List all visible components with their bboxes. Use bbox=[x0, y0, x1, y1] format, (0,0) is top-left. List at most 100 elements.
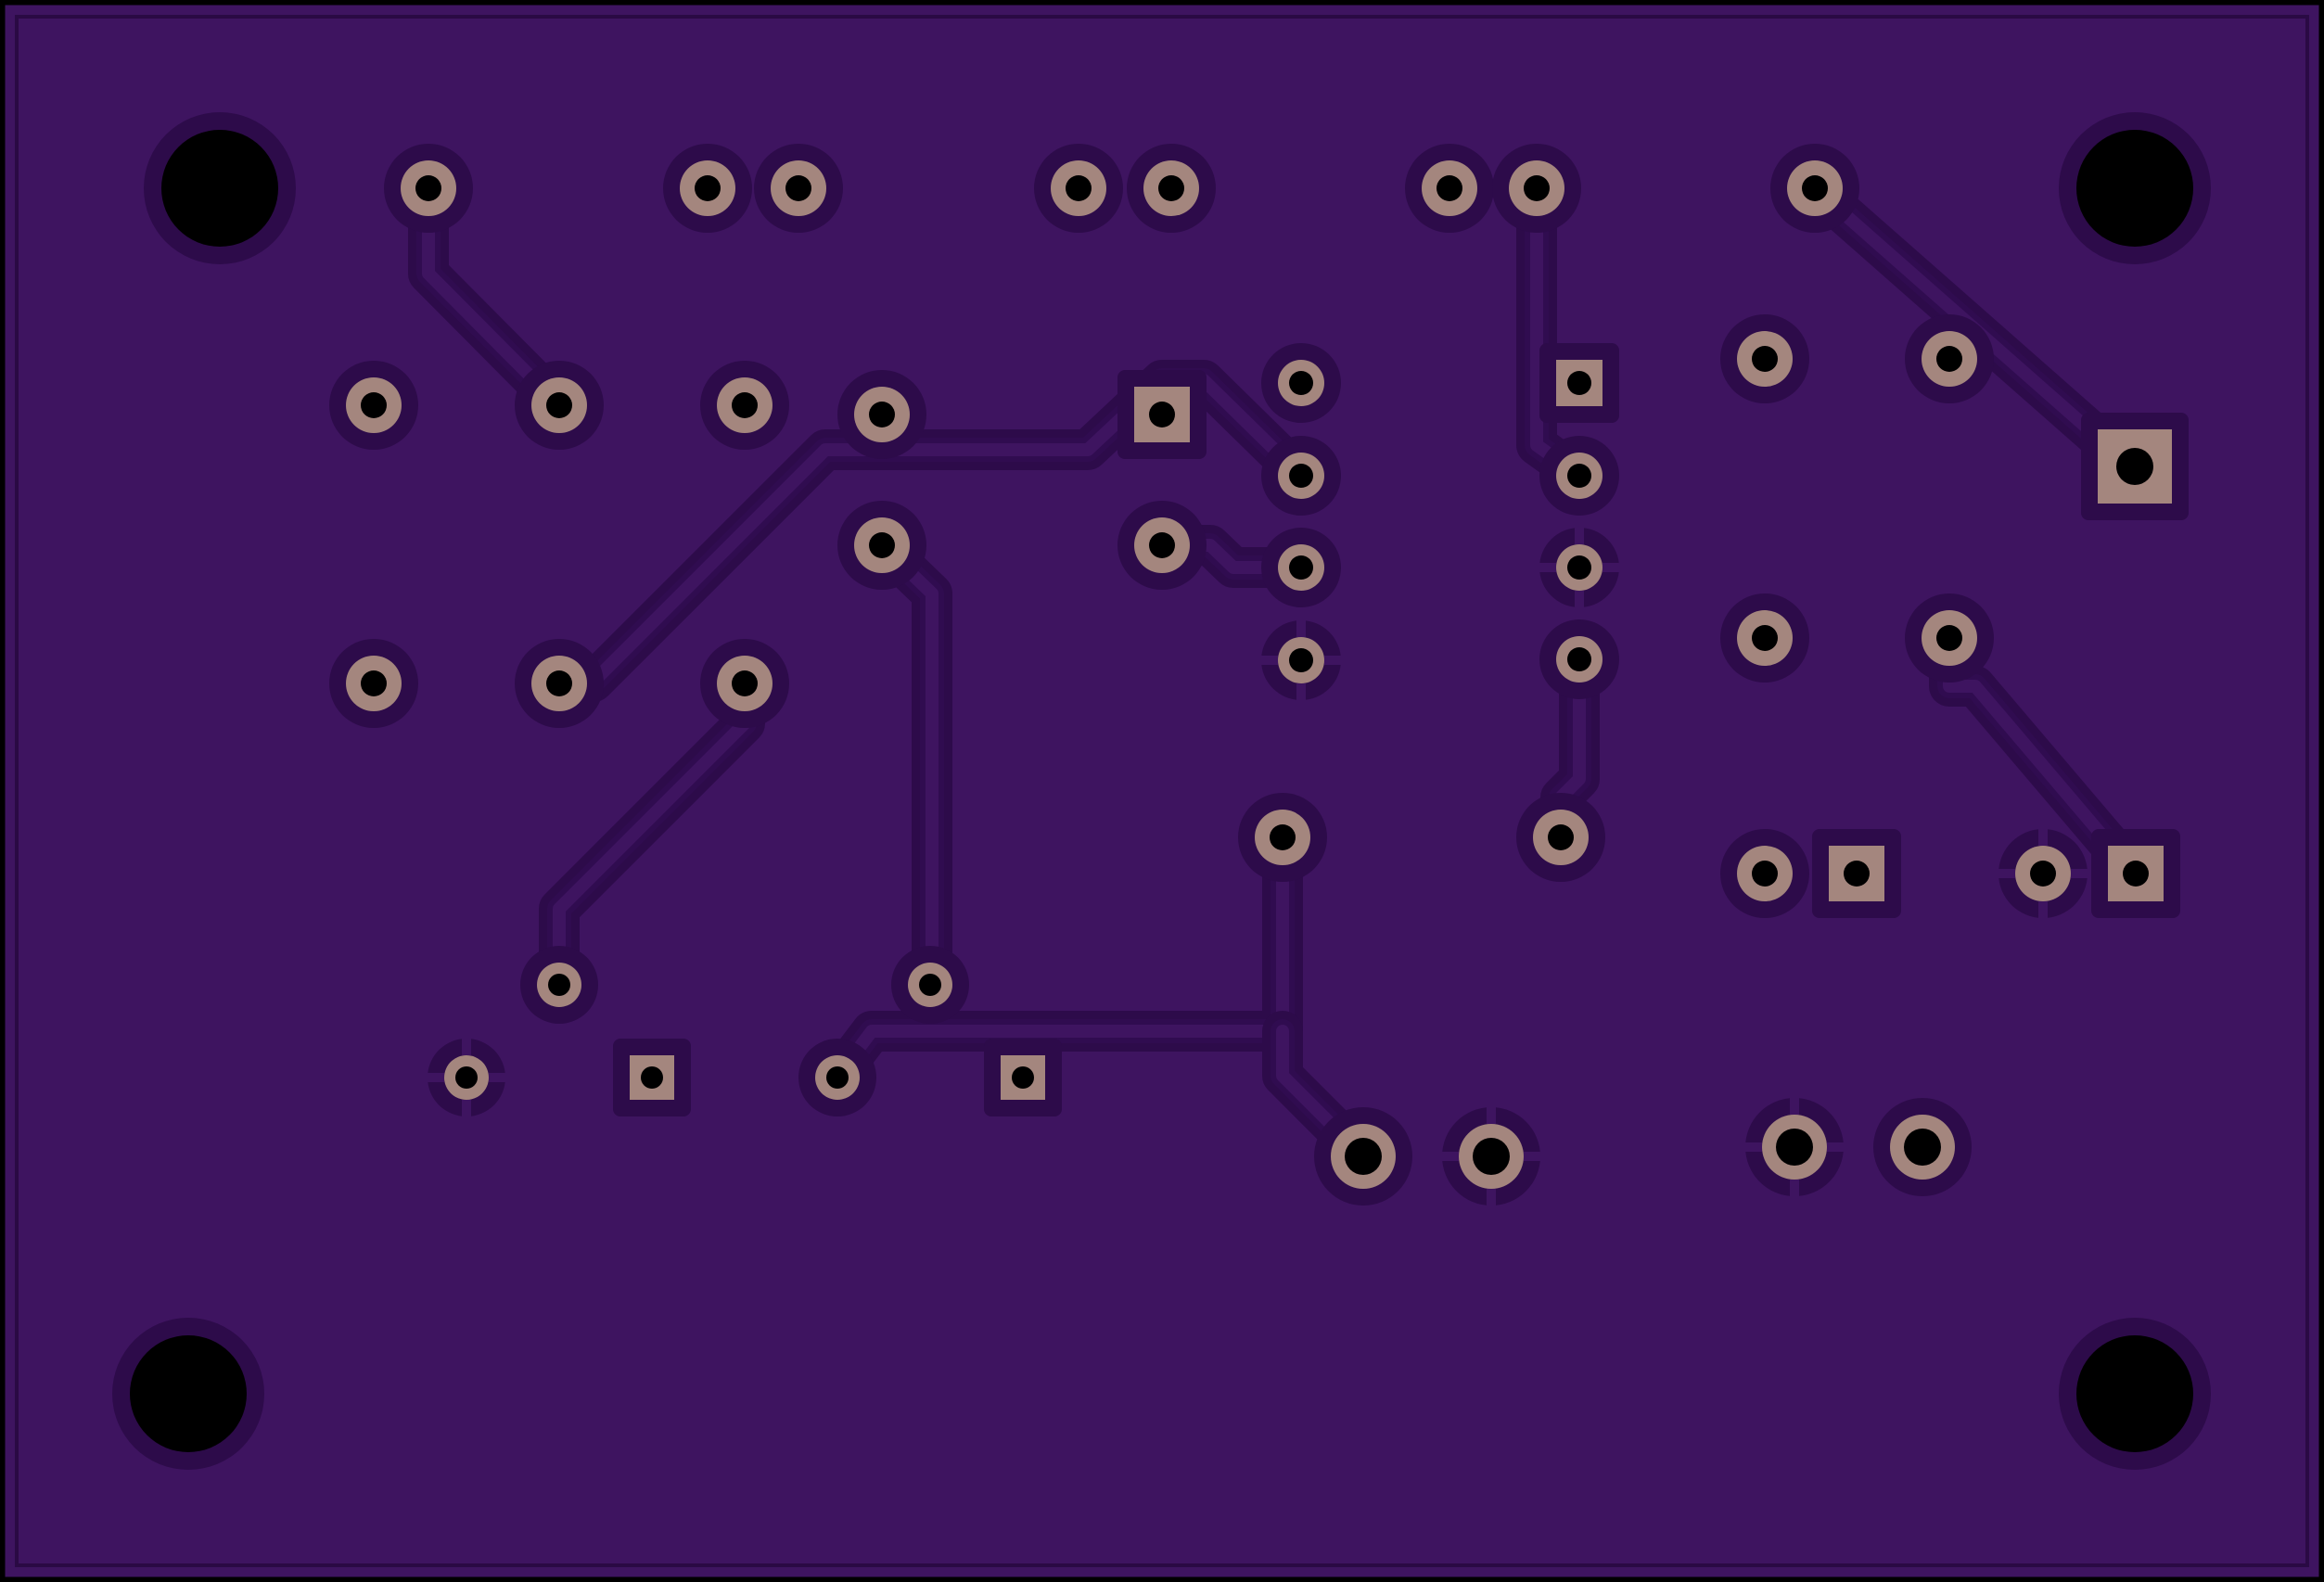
round-pad bbox=[1492, 144, 1581, 233]
round-pad bbox=[1261, 528, 1341, 607]
drill-hole bbox=[546, 392, 572, 418]
drill-hole bbox=[1802, 175, 1828, 201]
drill-hole bbox=[1548, 824, 1574, 850]
drill-hole bbox=[1289, 555, 1313, 580]
drill-hole bbox=[2123, 861, 2149, 887]
round-pad bbox=[329, 639, 418, 728]
drill-hole bbox=[732, 392, 758, 418]
round-pad bbox=[515, 639, 604, 728]
round-pad bbox=[1720, 829, 1809, 918]
drill-hole bbox=[1158, 175, 1184, 201]
drill-hole bbox=[546, 670, 572, 696]
drill-hole bbox=[641, 1066, 663, 1089]
round-pad bbox=[1905, 314, 1994, 403]
drill-hole bbox=[1524, 175, 1550, 201]
hole-drill bbox=[130, 1335, 247, 1452]
thermal-pad bbox=[1998, 829, 2088, 918]
drill-hole bbox=[919, 974, 941, 996]
round-pad bbox=[1720, 314, 1809, 403]
hole-drill bbox=[2076, 1335, 2193, 1452]
round-pad bbox=[515, 361, 604, 450]
drill-hole bbox=[826, 1066, 849, 1089]
drill-hole bbox=[1567, 464, 1591, 488]
drill-hole bbox=[1904, 1129, 1941, 1166]
mounting-hole bbox=[2059, 1318, 2211, 1470]
round-pad bbox=[1238, 793, 1327, 882]
square-pad bbox=[1812, 829, 1901, 918]
round-pad bbox=[329, 361, 418, 450]
round-pad bbox=[1539, 436, 1619, 516]
thermal-pad bbox=[1745, 1098, 1844, 1196]
drill-hole bbox=[2030, 861, 2056, 887]
round-pad bbox=[1127, 144, 1216, 233]
square-pad bbox=[1539, 343, 1619, 423]
drill-hole bbox=[1567, 647, 1591, 671]
round-pad bbox=[520, 946, 598, 1024]
drill-hole bbox=[1289, 371, 1313, 395]
round-pad bbox=[384, 144, 473, 233]
square-pad bbox=[2081, 413, 2189, 520]
drill-hole bbox=[1149, 402, 1175, 427]
square-pad bbox=[2091, 829, 2180, 918]
round-pad bbox=[1261, 343, 1341, 423]
drill-hole bbox=[1289, 648, 1313, 672]
drill-hole bbox=[548, 974, 570, 996]
mounting-hole bbox=[2059, 112, 2211, 264]
drill-hole bbox=[1752, 861, 1778, 887]
drill-hole bbox=[1270, 824, 1296, 850]
drill-hole bbox=[1012, 1066, 1034, 1089]
round-pad bbox=[798, 1039, 876, 1116]
round-pad bbox=[1261, 436, 1341, 516]
drill-hole bbox=[1752, 346, 1778, 372]
thermal-pad bbox=[1261, 620, 1341, 700]
hole-drill bbox=[2076, 130, 2193, 247]
drill-hole bbox=[1149, 532, 1175, 558]
hole-drill bbox=[161, 130, 278, 247]
drill-hole bbox=[1066, 175, 1092, 201]
drill-hole bbox=[732, 670, 758, 696]
thermal-pad bbox=[428, 1039, 505, 1116]
drill-hole bbox=[361, 670, 387, 696]
mounting-hole bbox=[112, 1318, 264, 1470]
round-pad bbox=[837, 370, 926, 459]
round-pad bbox=[700, 639, 789, 728]
round-pad bbox=[1770, 144, 1859, 233]
round-pad bbox=[1034, 144, 1123, 233]
round-pad bbox=[891, 946, 969, 1024]
drill-hole bbox=[1567, 555, 1591, 580]
square-pad bbox=[1117, 370, 1207, 459]
drill-hole bbox=[455, 1066, 478, 1089]
mounting-hole bbox=[144, 112, 296, 264]
thermal-pad bbox=[1442, 1107, 1540, 1206]
drill-hole bbox=[1752, 625, 1778, 651]
round-pad bbox=[1720, 593, 1809, 683]
drill-hole bbox=[869, 532, 895, 558]
drill-hole bbox=[695, 175, 721, 201]
board-edge-line bbox=[15, 15, 2309, 1567]
round-pad bbox=[1314, 1107, 1412, 1206]
drill-hole bbox=[869, 402, 895, 427]
round-pad bbox=[1117, 501, 1207, 590]
copper-pads bbox=[329, 144, 2189, 1206]
round-pad bbox=[663, 144, 752, 233]
drill-hole bbox=[785, 175, 811, 201]
drill-hole bbox=[2116, 448, 2153, 485]
drill-hole bbox=[1844, 861, 1870, 887]
drill-hole bbox=[1776, 1129, 1813, 1166]
round-pad bbox=[700, 361, 789, 450]
round-pad bbox=[1539, 619, 1619, 699]
drill-hole bbox=[1936, 625, 1962, 651]
drill-hole bbox=[1345, 1138, 1382, 1175]
drill-hole bbox=[1473, 1138, 1510, 1175]
thermal-pad bbox=[1539, 528, 1619, 607]
round-pad bbox=[837, 501, 926, 590]
drill-hole bbox=[1437, 175, 1462, 201]
round-pad bbox=[1516, 793, 1605, 882]
round-pad bbox=[754, 144, 843, 233]
square-pad bbox=[984, 1039, 1062, 1116]
round-pad bbox=[1405, 144, 1494, 233]
drill-hole bbox=[1289, 464, 1313, 488]
mounting-holes bbox=[112, 112, 2211, 1470]
square-pad bbox=[613, 1039, 691, 1116]
